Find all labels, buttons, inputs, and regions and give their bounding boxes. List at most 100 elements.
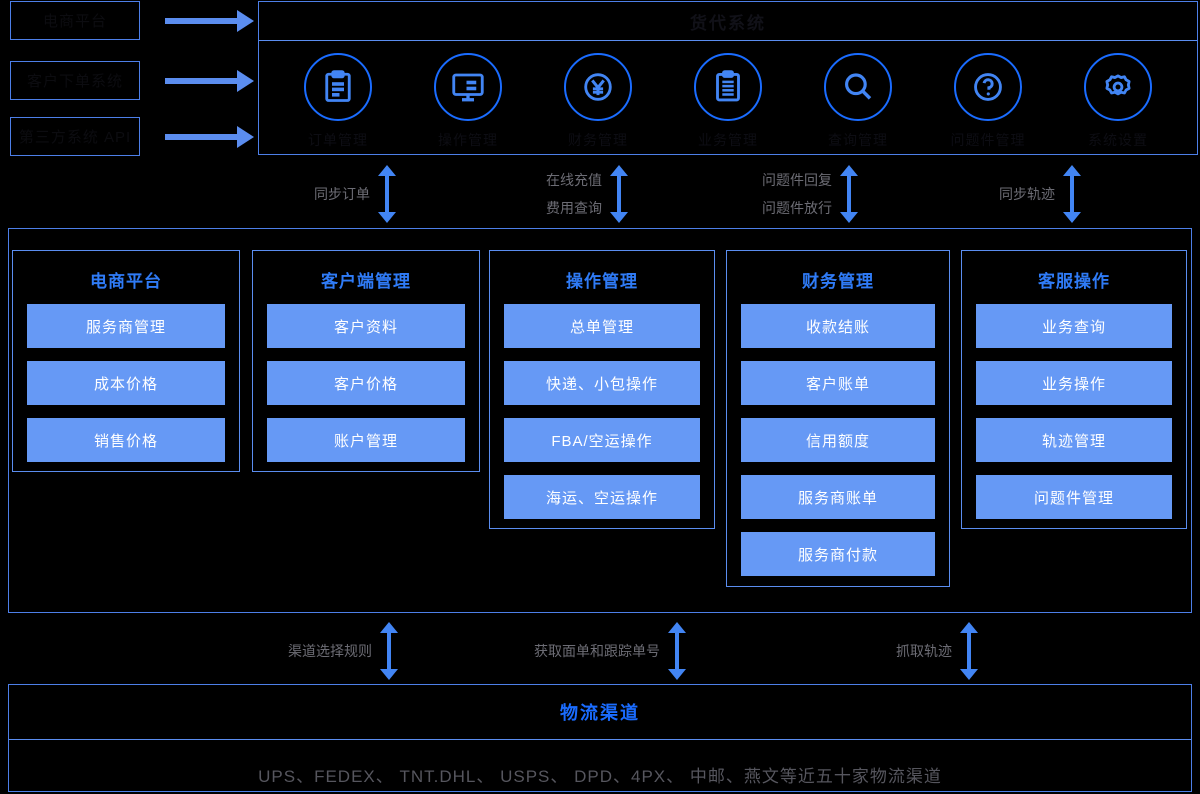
platform-icon-item-2[interactable]: 操作管理 — [406, 53, 531, 150]
platform-icon-label-3: 财务管理 — [568, 132, 628, 148]
source-box-1-label: 电商平台 — [42, 13, 107, 30]
platform-icon-label-4: 业务管理 — [698, 132, 758, 148]
source-box-2-label: 客户下单系统 — [26, 73, 123, 90]
arrow-down-head — [840, 212, 858, 223]
module-item[interactable]: 客户账单 — [741, 361, 935, 405]
connector-arrow-channel-rule — [380, 622, 398, 680]
connector-caption-waybill: 获取面单和跟踪单号 — [490, 637, 660, 665]
module-item[interactable]: 客户价格 — [267, 361, 465, 405]
arrow-shaft — [165, 134, 237, 140]
module-column-finance: 财务管理 收款结账 客户账单 信用额度 服务商账单 服务商付款 — [726, 250, 950, 587]
connector-caption-track: 同步轨迹 — [921, 180, 1055, 208]
arrow-up-head — [960, 622, 978, 633]
arrow-stem — [675, 631, 679, 671]
platform-icon-item-1[interactable]: 订单管理 — [276, 53, 401, 150]
source-box-3[interactable]: 第三方系统 API — [10, 117, 140, 156]
module-item[interactable]: 总单管理 — [504, 304, 700, 348]
logistics-channel-box: 物流渠道 UPS、FEDEX、 TNT.DHL、 USPS、 DPD、4PX、 … — [8, 684, 1192, 792]
platform-bar: 货代系统 订单管理 — [258, 1, 1198, 155]
connector-arrow-recharge — [610, 165, 628, 223]
caption-line: 在线充值 — [546, 172, 602, 188]
module-item[interactable]: 轨迹管理 — [976, 418, 1172, 462]
platform-title: 货代系统 — [690, 13, 766, 33]
arrow-shaft — [165, 78, 237, 84]
module-column-title: 客服操作 — [1038, 272, 1110, 291]
arrow-stem — [385, 174, 389, 214]
module-column-title: 电商平台 — [90, 272, 162, 291]
module-item[interactable]: 业务操作 — [976, 361, 1172, 405]
module-item[interactable]: 客户资料 — [267, 304, 465, 348]
arrow-up-head — [1063, 165, 1081, 176]
module-item[interactable]: 收款结账 — [741, 304, 935, 348]
platform-icon-item-4[interactable]: 业务管理 — [666, 53, 791, 150]
connector-caption-problem: 问题件回复 问题件放行 — [686, 166, 832, 222]
arrow-stem — [1070, 174, 1074, 214]
caption-line: 问题件回复 — [762, 172, 832, 188]
platform-icon-label-2: 操作管理 — [438, 132, 498, 148]
source-box-1[interactable]: 电商平台 — [10, 1, 140, 40]
caption-line: 问题件放行 — [762, 200, 832, 216]
gear-icon — [1084, 53, 1152, 121]
arrow-head — [237, 126, 254, 148]
platform-icon-item-3[interactable]: 财务管理 — [536, 53, 661, 150]
source-box-2[interactable]: 客户下单系统 — [10, 61, 140, 100]
platform-icon-label-7: 系统设置 — [1088, 132, 1148, 148]
module-column-operation: 操作管理 总单管理 快递、小包操作 FBA/空运操作 海运、空运操作 — [489, 250, 715, 529]
connector-arrow-fetch-track — [960, 622, 978, 680]
logistics-channel-divider — [9, 739, 1191, 740]
connector-caption-sync-order: 同步订单 — [236, 180, 370, 208]
caption-line: 同步订单 — [314, 186, 370, 202]
module-column-ecommerce: 电商平台 服务商管理 成本价格 销售价格 — [12, 250, 240, 472]
module-item[interactable]: 海运、空运操作 — [504, 475, 700, 519]
caption-line: 抓取轨迹 — [896, 643, 952, 659]
platform-icon-label-1: 订单管理 — [308, 132, 368, 148]
module-item[interactable]: 账户管理 — [267, 418, 465, 462]
connector-caption-recharge: 在线充值 费用查询 — [468, 166, 602, 222]
connector-caption-fetch-track: 抓取轨迹 — [818, 637, 952, 665]
module-item[interactable]: 快递、小包操作 — [504, 361, 700, 405]
source-box-3-label: 第三方系统 API — [18, 129, 132, 146]
source-arrow-3 — [165, 126, 255, 148]
arrow-down-head — [610, 212, 628, 223]
arrow-down-head — [668, 669, 686, 680]
arrow-up-head — [840, 165, 858, 176]
arrow-stem — [967, 631, 971, 671]
caption-line: 渠道选择规则 — [288, 643, 372, 659]
caption-line: 费用查询 — [546, 200, 602, 216]
module-item[interactable]: 服务商管理 — [27, 304, 225, 348]
module-column-client: 客户端管理 客户资料 客户价格 账户管理 — [252, 250, 480, 472]
arrow-down-head — [1063, 212, 1081, 223]
arrow-up-head — [378, 165, 396, 176]
connector-arrow-track — [1063, 165, 1081, 223]
caption-line: 同步轨迹 — [999, 186, 1055, 202]
module-column-title: 财务管理 — [802, 272, 874, 291]
arrow-stem — [387, 631, 391, 671]
module-item[interactable]: 业务查询 — [976, 304, 1172, 348]
arrow-down-head — [960, 669, 978, 680]
module-item[interactable]: 服务商账单 — [741, 475, 935, 519]
monitor-icon — [434, 53, 502, 121]
arrow-shaft — [165, 18, 237, 24]
platform-icon-label-6: 问题件管理 — [950, 132, 1026, 148]
arrow-up-head — [380, 622, 398, 633]
connector-arrow-problem — [840, 165, 858, 223]
platform-icon-label-5: 查询管理 — [828, 132, 888, 148]
clipboard-icon — [694, 53, 762, 121]
module-column-title: 操作管理 — [566, 272, 638, 291]
arrow-head — [237, 70, 254, 92]
module-item[interactable]: 服务商付款 — [741, 532, 935, 576]
arrow-head — [237, 10, 254, 32]
platform-icon-item-5[interactable]: 查询管理 — [796, 53, 921, 150]
module-item[interactable]: FBA/空运操作 — [504, 418, 700, 462]
platform-icon-item-6[interactable]: 问题件管理 — [926, 53, 1051, 150]
module-item[interactable]: 销售价格 — [27, 418, 225, 462]
platform-icon-item-7[interactable]: 系统设置 — [1056, 53, 1181, 150]
module-item[interactable]: 信用额度 — [741, 418, 935, 462]
arrow-up-head — [610, 165, 628, 176]
arrow-down-head — [380, 669, 398, 680]
arrow-stem — [847, 174, 851, 214]
arrow-up-head — [668, 622, 686, 633]
module-item[interactable]: 成本价格 — [27, 361, 225, 405]
module-item[interactable]: 问题件管理 — [976, 475, 1172, 519]
arrow-stem — [617, 174, 621, 214]
